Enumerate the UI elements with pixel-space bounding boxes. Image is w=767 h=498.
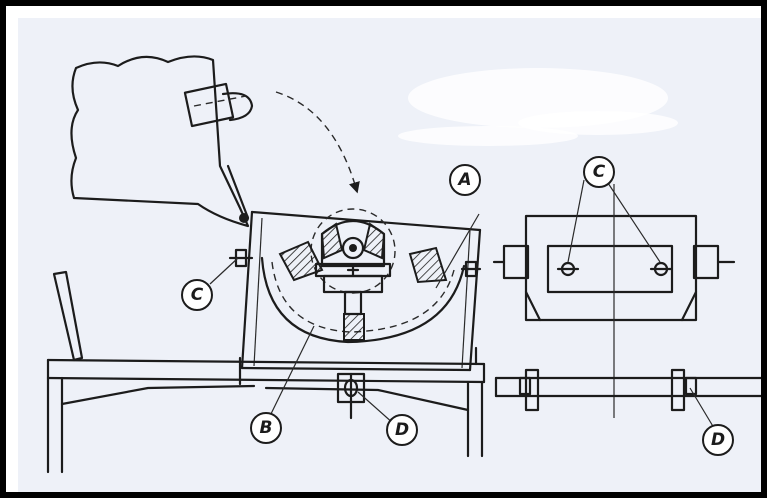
callout-c-left-label: C (191, 285, 204, 305)
callout-b: B (250, 412, 282, 444)
callout-d-center-label: D (395, 420, 409, 440)
rotary-holder (226, 164, 482, 372)
callout-a-label: A (456, 170, 471, 190)
callout-c-left: C (181, 279, 213, 311)
technical-drawing: A C C B D D (46, 55, 761, 474)
callout-a: A (449, 164, 481, 196)
callout-c-right-label: C (593, 162, 606, 182)
callout-c-right: C (583, 156, 615, 188)
base-frame-left (46, 270, 486, 474)
drawing-paper: A C C B D D (18, 18, 761, 492)
side-view (492, 184, 761, 418)
machine-body (70, 55, 360, 228)
callout-d-right-label: D (711, 430, 725, 450)
callout-b-label: B (260, 418, 273, 438)
callout-d-center: D (386, 414, 418, 446)
paper-smudge (398, 68, 678, 146)
callout-d-right: D (702, 424, 734, 456)
leader-lines (209, 179, 715, 429)
